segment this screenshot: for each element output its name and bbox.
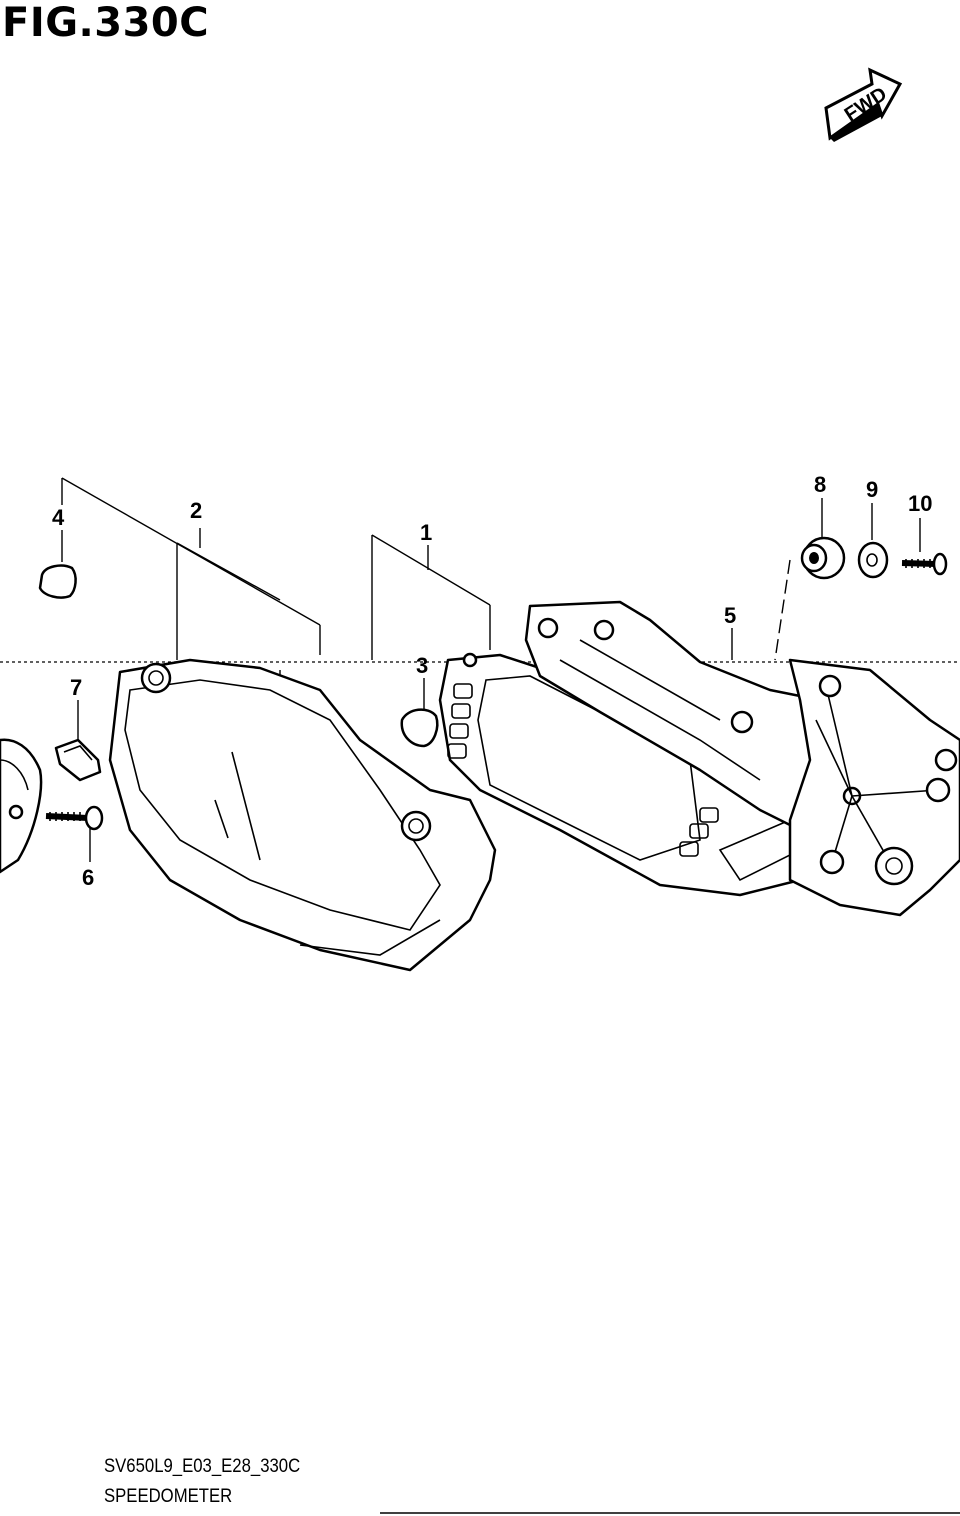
left-bracket-partial xyxy=(0,738,43,874)
fwd-arrow-icon: FWD xyxy=(824,67,903,142)
callout-9: 9 xyxy=(866,477,878,502)
callout-7: 7 xyxy=(70,675,82,700)
part-8-grommet xyxy=(800,536,846,580)
leader-lines xyxy=(61,477,921,862)
part-10-screw xyxy=(901,552,948,576)
diagram-code: SV650L9_E03_E28_330C xyxy=(104,1456,301,1477)
part-3-cap xyxy=(400,708,439,748)
part-9-washer xyxy=(857,541,889,579)
diagram-name: SPEEDOMETER xyxy=(104,1486,233,1507)
callout-5: 5 xyxy=(724,603,736,628)
part-4-cap xyxy=(38,564,77,599)
rear-back-panel xyxy=(788,658,960,917)
part-2-meter-cover xyxy=(108,658,497,972)
part-6-screw xyxy=(45,805,104,831)
callout-8: 8 xyxy=(814,472,826,497)
callout-10: 10 xyxy=(908,491,932,516)
figure-title: FIG.330C xyxy=(2,0,210,46)
callout-6: 6 xyxy=(82,865,94,890)
callout-2: 2 xyxy=(190,498,202,523)
callout-1: 1 xyxy=(420,520,432,545)
callout-4: 4 xyxy=(52,505,65,530)
part-7-clip-nut xyxy=(54,738,102,782)
callout-3: 3 xyxy=(416,653,428,678)
